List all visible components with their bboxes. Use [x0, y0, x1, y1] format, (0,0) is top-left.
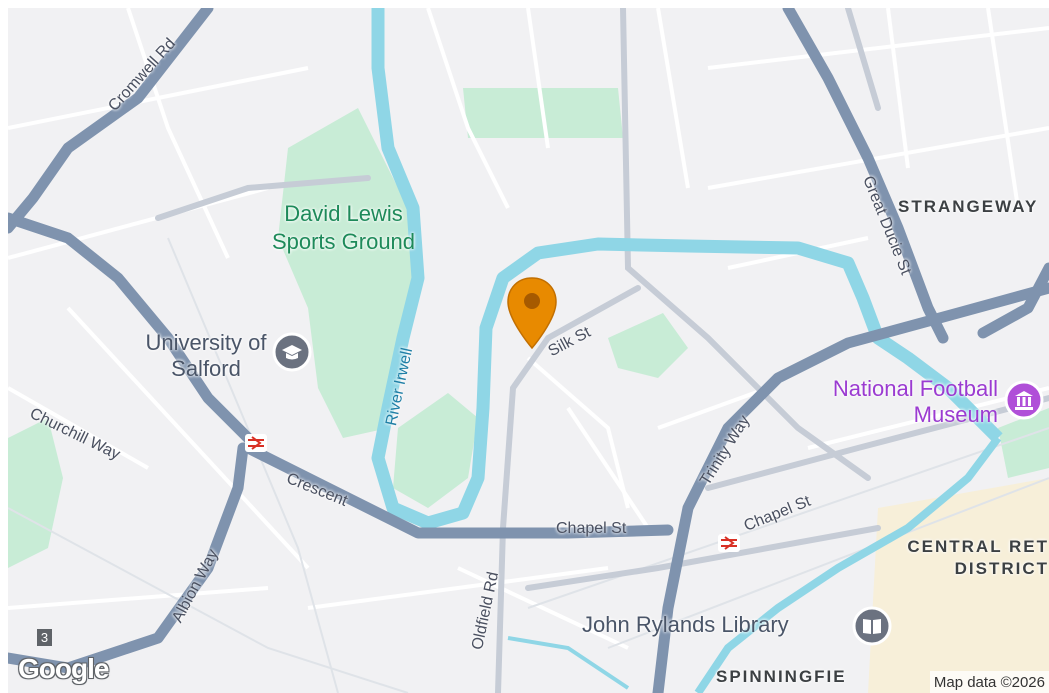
rail-lines [8, 237, 1049, 693]
map-attribution[interactable]: Map data ©2026 [929, 671, 1049, 693]
retail-area [868, 478, 1049, 693]
minor-streets [8, 8, 1049, 650]
map-base [8, 8, 1049, 693]
poi-label-library[interactable]: John Rylands Library [582, 612, 789, 637]
district-label-central-retail: CENTRAL RET DISTRICT [907, 537, 1049, 578]
park-peninsula [393, 393, 478, 508]
secondary-roads [155, 8, 1049, 693]
park-west [8, 418, 63, 568]
rail-station-icon[interactable] [245, 434, 267, 452]
park-david-lewis [278, 108, 418, 438]
poi-label-museum[interactable]: National Football Museum [832, 376, 998, 427]
river-lower [694, 435, 1002, 693]
park-label-david-lewis: David Lewis Sports Ground [271, 201, 416, 254]
park-central [608, 313, 688, 378]
canal [507, 636, 630, 690]
district-label-strangeways: STRANGEWAY [898, 197, 1039, 216]
rail-station-icon[interactable] [718, 534, 740, 552]
poi-label-university[interactable]: University of Salford [145, 330, 267, 381]
library-icon[interactable] [852, 606, 892, 646]
location-pin-icon[interactable] [506, 276, 558, 350]
district-label-spinningfields: SPINNINGFIE [716, 667, 847, 686]
park-east [998, 408, 1049, 478]
school-icon[interactable] [272, 332, 312, 372]
museum-icon[interactable] [1004, 380, 1044, 420]
road-shield: 3 [37, 629, 52, 646]
map-view[interactable]: David Lewis Sports Ground University of … [8, 8, 1049, 693]
google-logo[interactable]: Google [18, 653, 109, 684]
major-roads [8, 8, 1049, 693]
street-label-chapel-west: Chapel St [556, 520, 627, 537]
